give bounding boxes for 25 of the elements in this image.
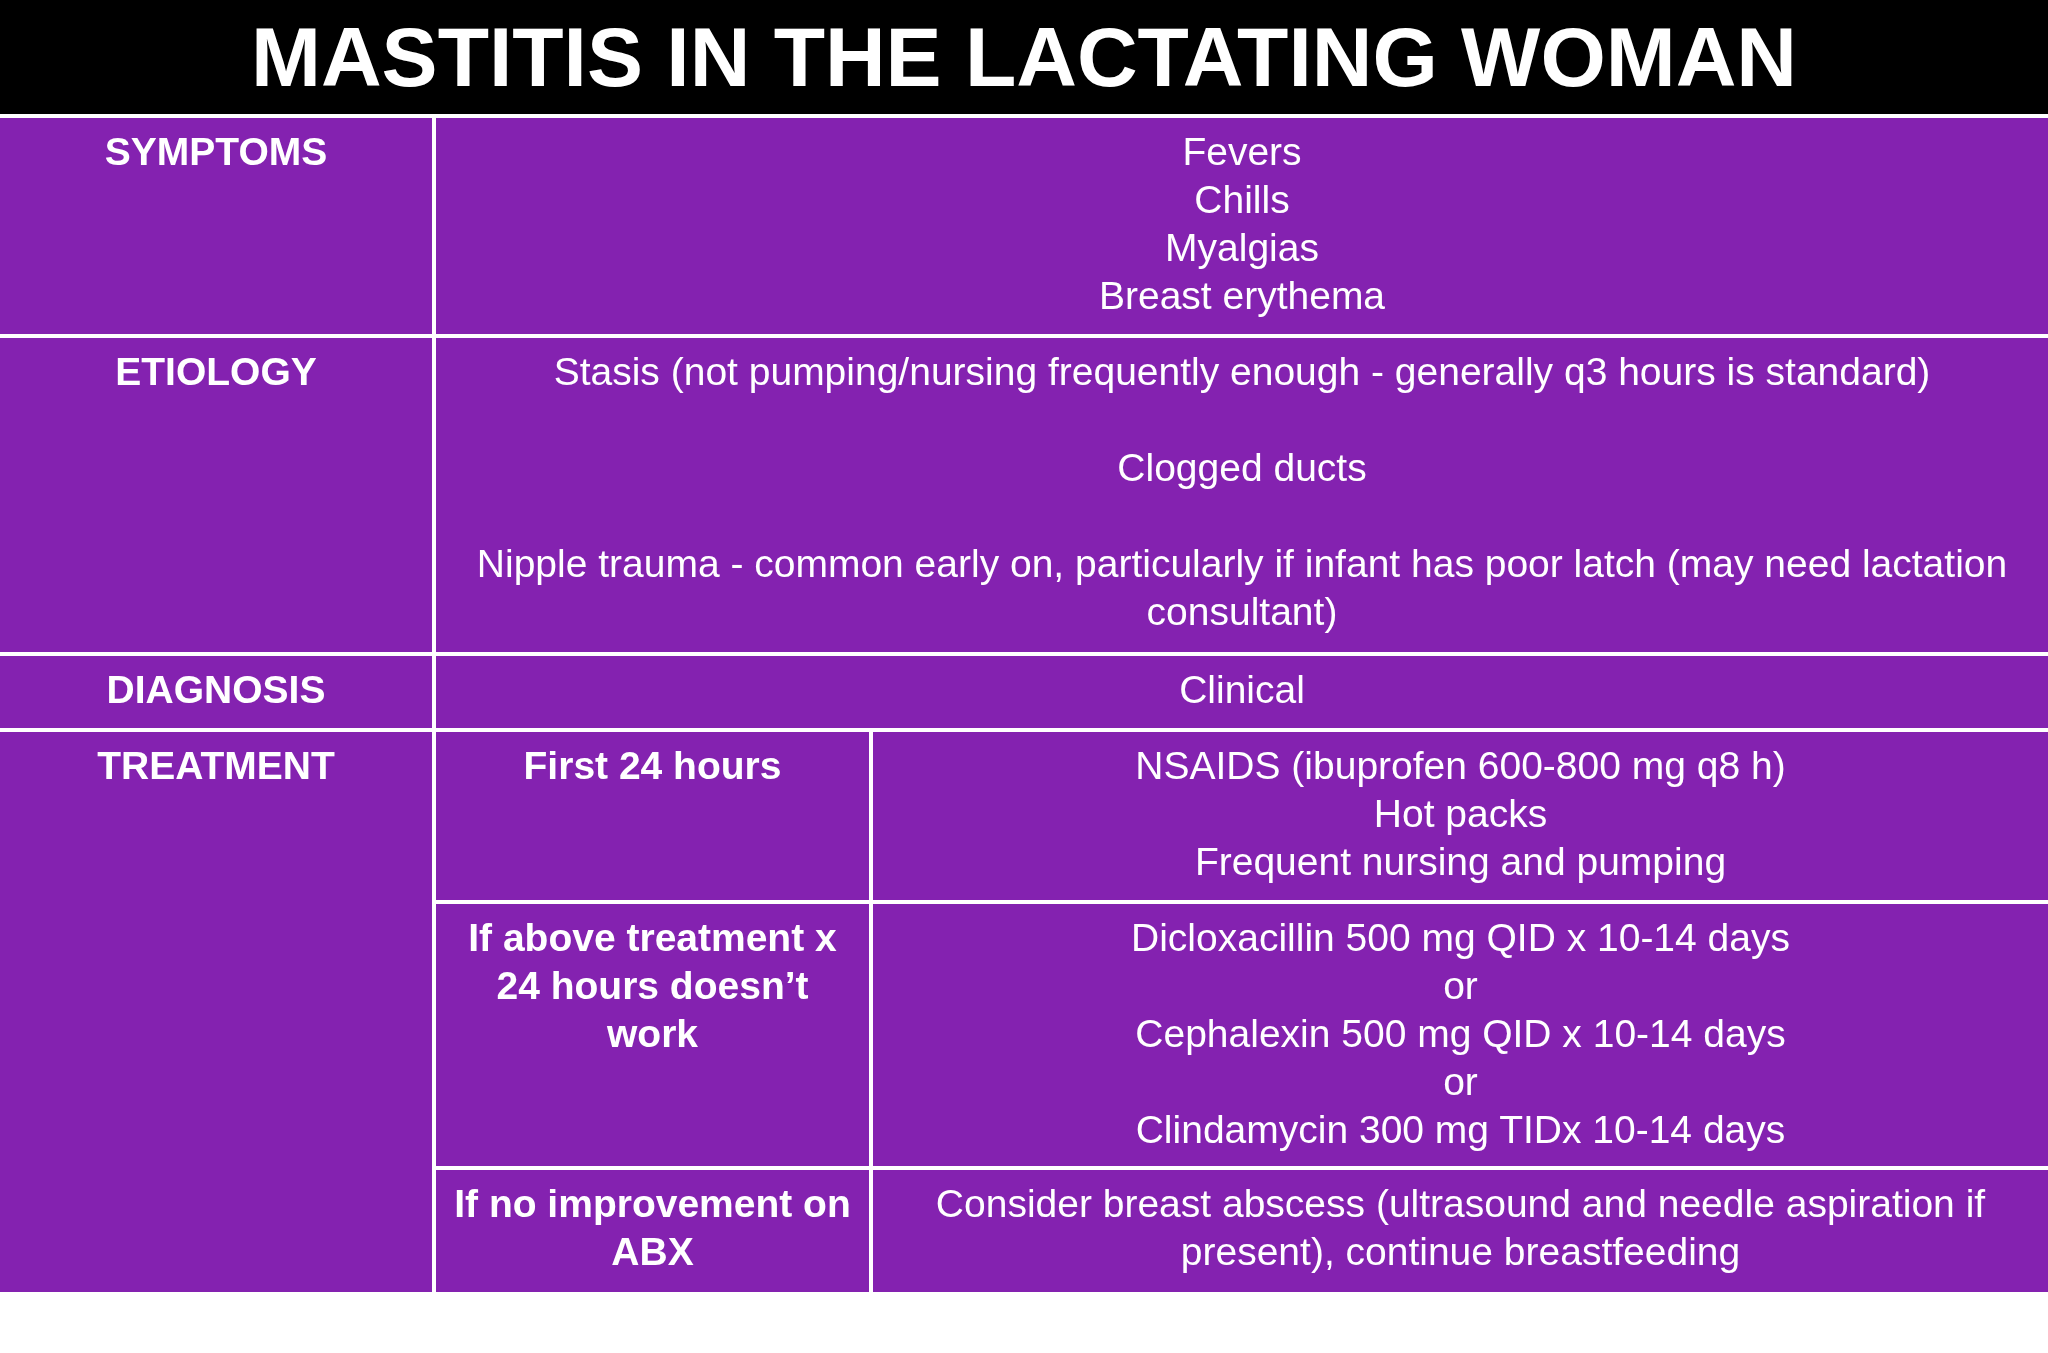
list-item: Frequent nursing and pumping [1193, 839, 1728, 885]
list-item: Clindamycin 300 mg TIDx 10-14 days [1134, 1107, 1787, 1153]
row-heading: DIAGNOSIS [105, 667, 327, 713]
cell-text: Clinical [1178, 667, 1306, 713]
sub-heading: If no improvement on ABX [453, 1181, 852, 1275]
list-item: or [1442, 1059, 1479, 1105]
cell-text: Consider breast abscess (ultrasound and needle aspiration if present), continue breastfeeding [934, 1181, 1987, 1275]
list-item: NSAIDS (ibuprofen 600-800 mg q8 h) [1134, 743, 1787, 789]
sub-heading: First 24 hours [522, 743, 783, 789]
list-item: Fevers [1181, 129, 1303, 175]
list-item: Hot packs [1372, 791, 1549, 837]
paragraph: Stasis (not pumping/nursing frequently enough - generally q3 hours is standard) [552, 349, 1932, 395]
list-item: Myalgias [1164, 225, 1320, 271]
title-bar: MASTITIS IN THE LACTATING WOMAN [0, 0, 2048, 114]
paragraph: Nipple trauma - common early on, particularly if infant has poor latch (may need lactation consultant) [475, 541, 2009, 635]
sub-heading: If above treatment x 24 hours doesn’t work [467, 915, 838, 1057]
list-item: or [1442, 963, 1479, 1009]
paragraph: Clogged ducts [1116, 445, 1368, 491]
list-item: Dicloxacillin 500 mg QID x 10-14 days [1130, 915, 1791, 961]
list-item: Breast erythema [1097, 273, 1387, 319]
row-heading: ETIOLOGY [114, 349, 318, 395]
row-heading: SYMPTOMS [103, 129, 329, 175]
list-item: Chills [1193, 177, 1291, 223]
list-item: Cephalexin 500 mg QID x 10-14 days [1134, 1011, 1787, 1057]
row-heading: TREATMENT [96, 743, 336, 789]
